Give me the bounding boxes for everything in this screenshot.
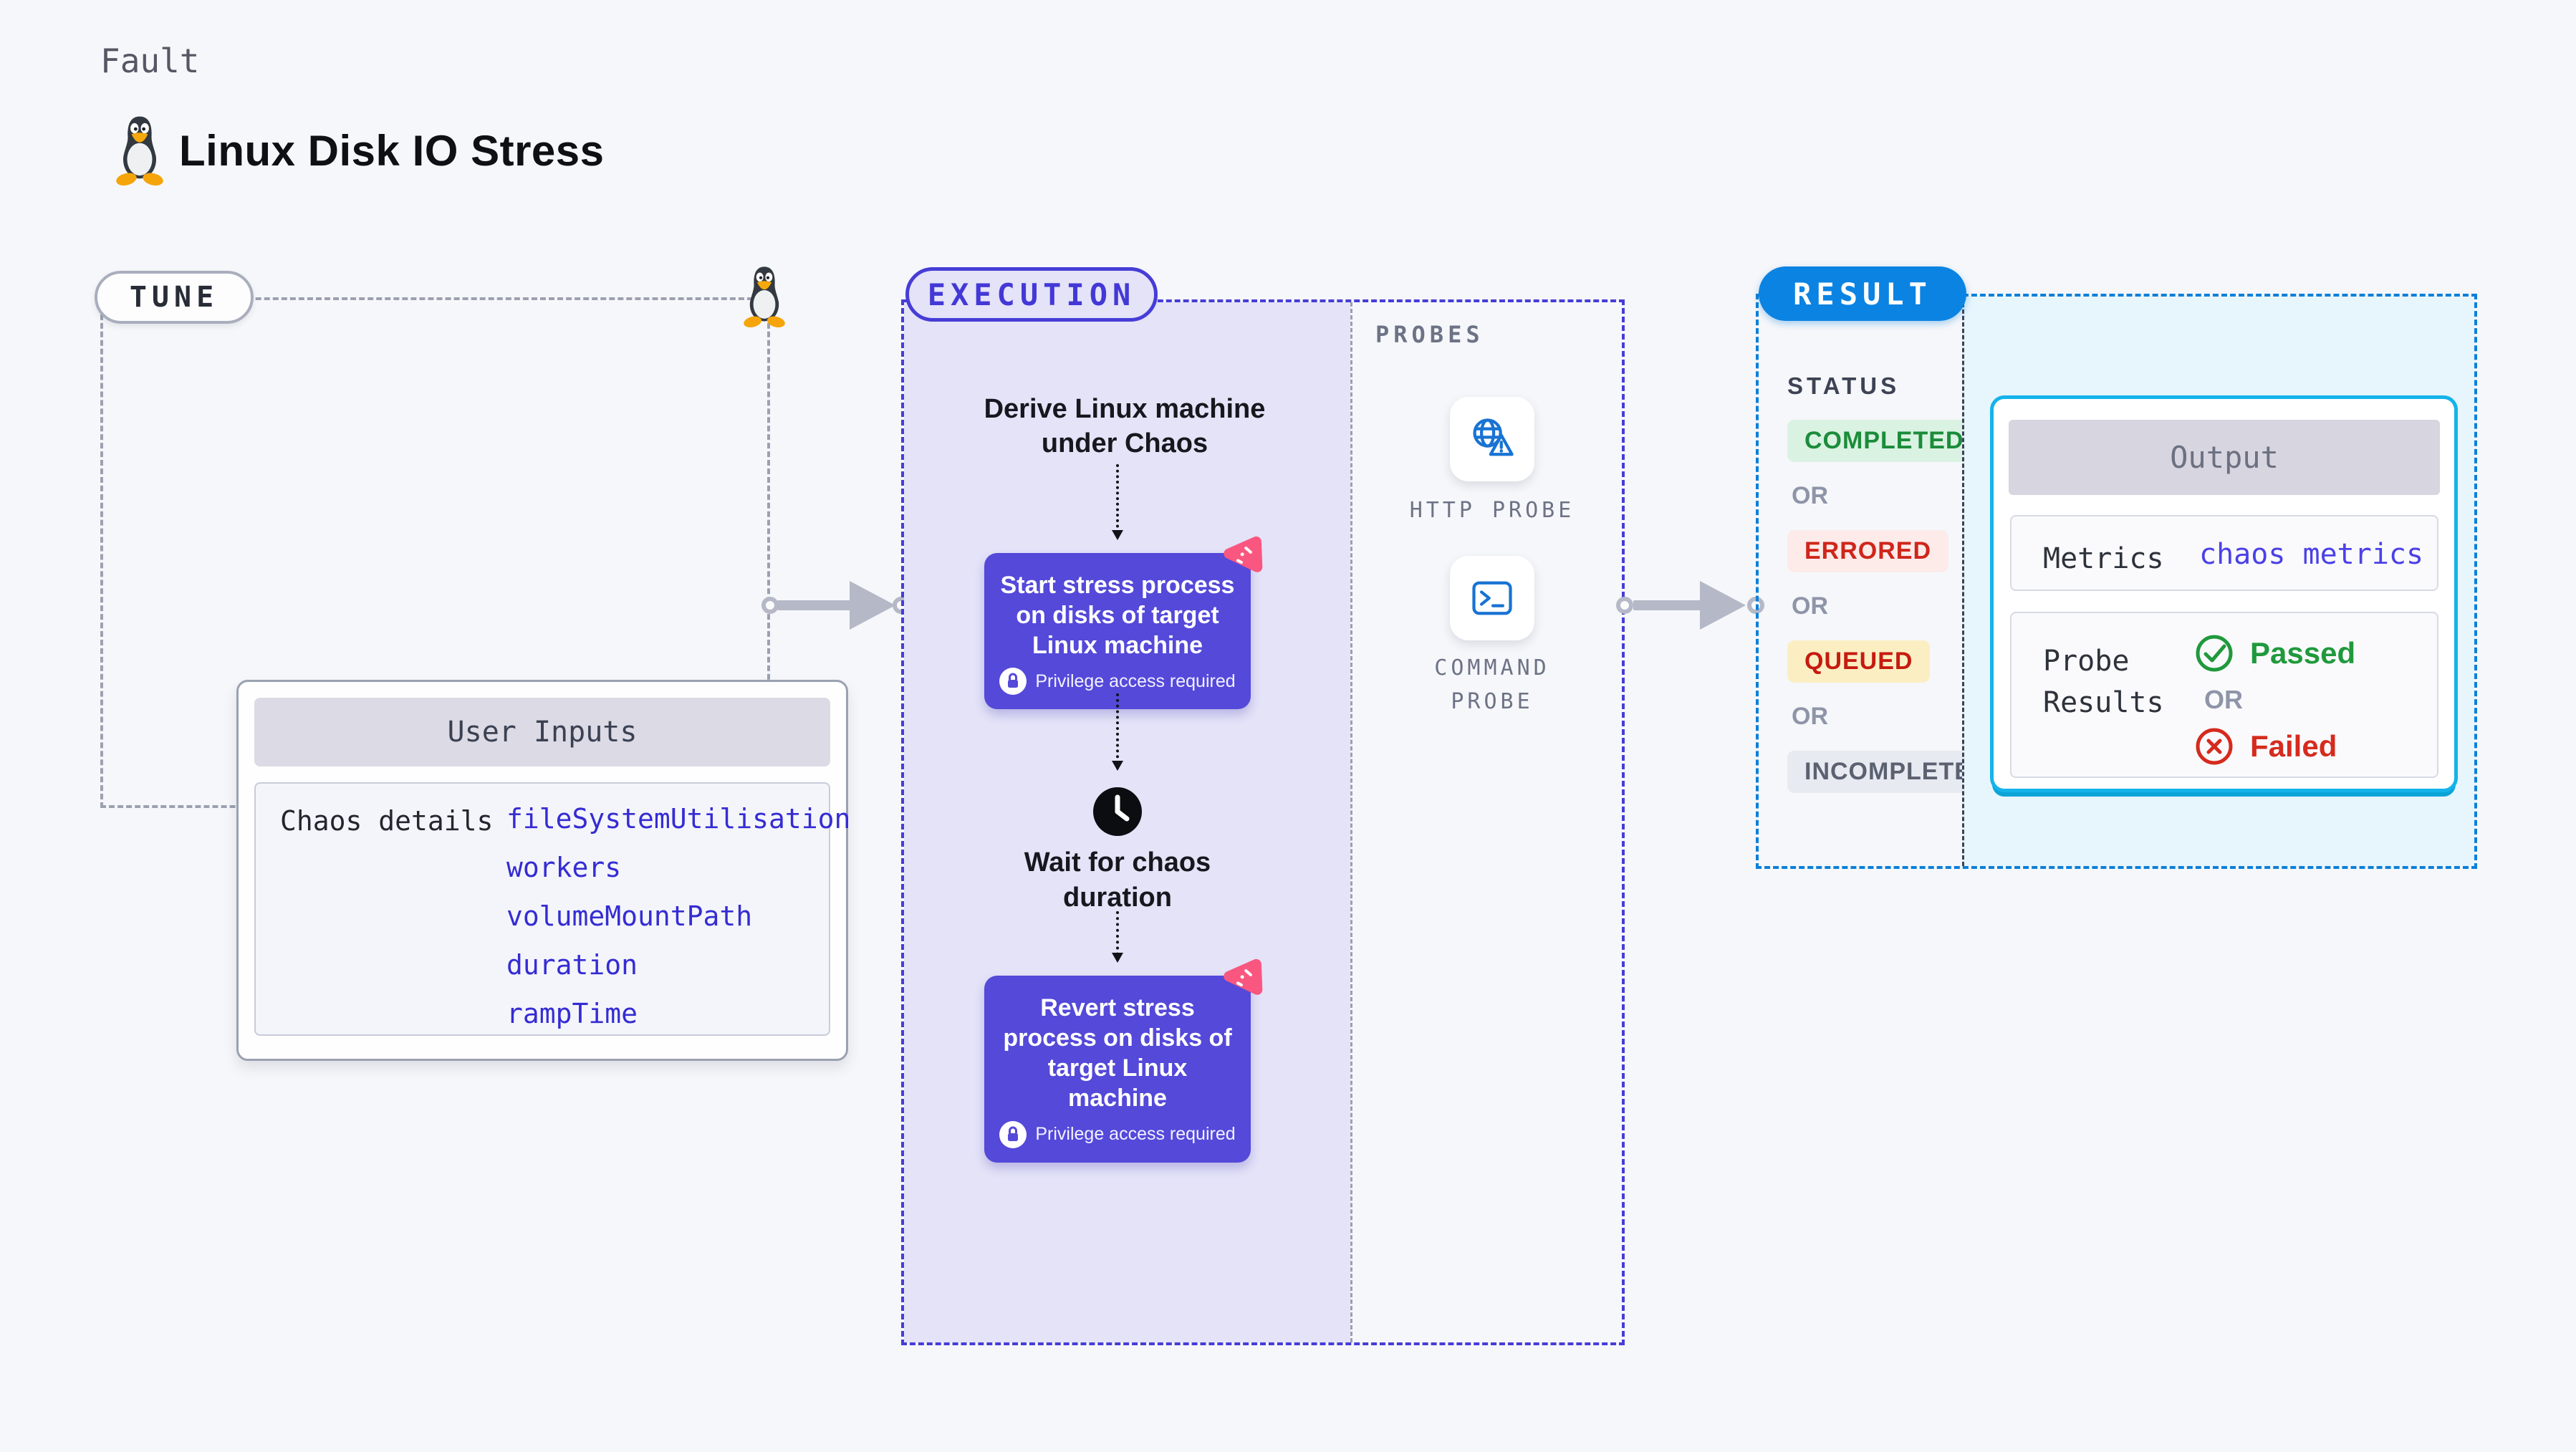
http-probe-card: [1450, 397, 1534, 481]
or-separator: OR: [1792, 482, 1828, 509]
passed-label: Passed: [2250, 636, 2356, 670]
revert-stress-task-card: Revert stress process on disks of target…: [984, 976, 1251, 1163]
output-title: Output: [2009, 420, 2440, 495]
title-row: Linux Disk IO Stress: [116, 115, 605, 186]
probe-results-row: Probe Results Passed OR Failed: [2010, 612, 2438, 778]
connector-arrow-down-icon: [1112, 464, 1123, 540]
http-probe-label: HTTP PROBE: [1409, 498, 1575, 523]
status-title: STATUS: [1787, 372, 1900, 399]
probes-panel: PROBES HTTP PROBE COMMAND PROBE: [1350, 302, 1622, 1342]
check-circle-icon: [2194, 633, 2234, 673]
chaos-details-label: Chaos details: [280, 805, 494, 837]
chaos-icon: [1218, 956, 1265, 1003]
command-probe-label: COMMAND PROBE: [1434, 655, 1550, 714]
derive-step-label: Derive Linux machine under Chaos: [984, 394, 1266, 458]
user-inputs-list: Chaos details fileSystemUtilisation work…: [254, 782, 850, 1036]
chaos-details-values: fileSystemUtilisation workers volumeMoun…: [506, 805, 850, 1028]
input-value: rampTime: [506, 998, 638, 1029]
wait-step-label: Wait for chaos duration: [1024, 847, 1211, 913]
privilege-note-label: Privilege access required: [1035, 1124, 1236, 1145]
failed-label: Failed: [2250, 729, 2337, 763]
input-value: workers: [506, 852, 622, 883]
status-badge-completed: COMPLETED: [1787, 420, 1981, 462]
clock-icon: [1092, 786, 1143, 837]
result-section: STATUS COMPLETED OR ERRORED OR QUEUED OR…: [1756, 294, 2477, 869]
metrics-label: Metrics: [2043, 542, 2164, 575]
tune-badge: TUNE: [95, 271, 254, 324]
result-badge: RESULT: [1759, 266, 1966, 321]
status-badge-errored: ERRORED: [1787, 530, 1949, 572]
tux-penguin-icon: [116, 115, 163, 186]
input-value: volumeMountPath: [506, 900, 753, 932]
input-value: fileSystemUtilisation: [506, 803, 851, 835]
task-label: Revert stress process on disks of target…: [1003, 994, 1232, 1112]
or-separator: OR: [1792, 592, 1828, 620]
output-card: Output Metrics chaos metrics Probe Resul…: [1990, 395, 2458, 792]
chaos-icon: [1218, 533, 1265, 580]
lock-icon: [999, 668, 1027, 695]
metrics-row: Metrics chaos metrics: [2010, 515, 2438, 591]
failed-result: Failed: [2194, 726, 2355, 766]
start-stress-task-card: Start stress process on disks of target …: [984, 553, 1251, 710]
user-inputs-card: User Inputs Chaos details fileSystemUtil…: [236, 680, 850, 1061]
passed-result: Passed: [2194, 633, 2355, 673]
fault-kicker: Fault: [100, 42, 200, 80]
status-badge-queued: QUEUED: [1787, 640, 1931, 683]
terminal-icon: [1468, 574, 1517, 622]
command-probe-card: [1450, 556, 1534, 640]
globe-alert-icon: [1468, 415, 1517, 463]
privilege-note: Privilege access required: [999, 1121, 1236, 1148]
probe-results-label: Probe Results: [2043, 645, 2164, 719]
page-title: Linux Disk IO Stress: [179, 126, 605, 175]
output-panel: Output Metrics chaos metrics Probe Resul…: [1962, 297, 2474, 866]
tune-section: User Inputs Chaos details fileSystemUtil…: [100, 297, 850, 1061]
probe-results-values: Passed OR Failed: [2194, 633, 2355, 766]
task-label: Start stress process on disks of target …: [1000, 572, 1235, 660]
metrics-value: chaos metrics: [2199, 538, 2424, 571]
or-separator: OR: [1792, 703, 1828, 730]
execution-badge: EXECUTION: [905, 267, 1158, 322]
probes-title: PROBES: [1375, 321, 1484, 348]
or-separator: OR: [2204, 685, 2243, 714]
lock-icon: [999, 1121, 1027, 1148]
connector-arrow-down-icon: [1112, 693, 1123, 771]
tux-penguin-icon-small: [744, 265, 785, 328]
x-circle-icon: [2194, 726, 2234, 766]
input-value: duration: [506, 949, 638, 981]
user-inputs-title: User Inputs: [254, 698, 830, 766]
privilege-note: Privilege access required: [999, 668, 1236, 695]
connector-arrow-down-icon: [1112, 911, 1123, 963]
privilege-note-label: Privilege access required: [1035, 670, 1236, 691]
